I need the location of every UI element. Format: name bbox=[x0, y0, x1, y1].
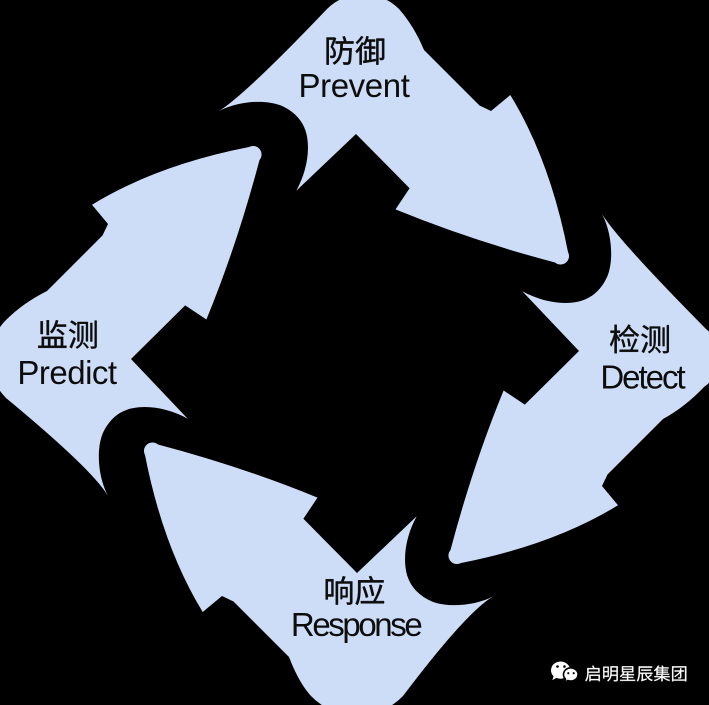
svg-text:Response: Response bbox=[291, 606, 421, 643]
svg-text:Prevent: Prevent bbox=[299, 67, 410, 104]
svg-text:Detect: Detect bbox=[600, 359, 685, 396]
svg-text:Predict: Predict bbox=[17, 354, 117, 391]
